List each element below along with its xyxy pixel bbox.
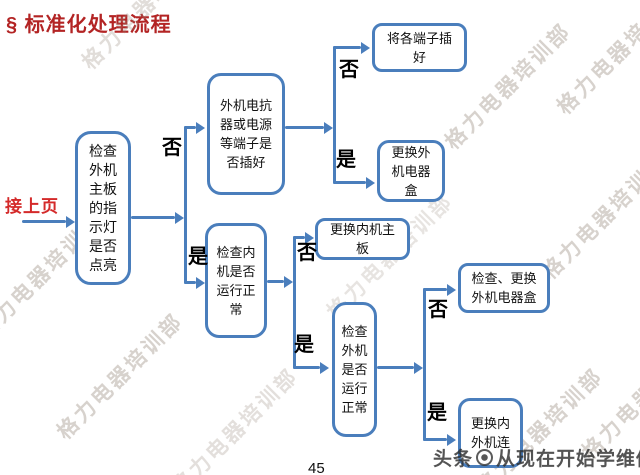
connector-line <box>184 126 187 284</box>
connector-line <box>184 126 196 129</box>
connector-line <box>423 288 447 291</box>
connector-line <box>423 438 447 441</box>
flow-node-replace-outdoor-ebox: 更换外机电器盒 <box>377 140 445 202</box>
flow-node-check-outdoor-running: 检查外机是否运行正常 <box>332 302 377 437</box>
flow-node-plug-terminals: 将各端子插好 <box>372 23 467 72</box>
arrowhead-icon <box>196 276 205 289</box>
watermark-text: 格力电器培训部 <box>552 0 640 120</box>
connector-line <box>333 46 361 49</box>
connector-line <box>293 236 305 239</box>
page-title: § 标准化处理流程 <box>6 14 172 36</box>
flow-node-check-replace-outdoor-ebox: 检查、更换外机电器盒 <box>458 263 550 313</box>
flow-node-replace-indoor-board: 更换内机主板 <box>315 218 410 260</box>
watermark-text: 格力电器培训部 <box>537 149 640 285</box>
arrowhead-icon <box>175 211 184 224</box>
flow-node-check-indoor-running: 检查内机是否运行正常 <box>205 223 267 338</box>
entry-label: 接上页 <box>5 197 59 216</box>
branch-label-no: 否 <box>162 137 182 159</box>
branch-label-yes: 是 <box>336 149 356 171</box>
arrowhead-icon <box>320 361 329 374</box>
credit-suffix: 从现在开始学维修 <box>496 449 640 470</box>
connector-line <box>333 46 336 184</box>
arrowhead-icon <box>305 231 314 244</box>
connector-line <box>377 366 414 369</box>
branch-label-no: 否 <box>428 299 448 321</box>
arrowhead-icon <box>447 433 456 446</box>
credit-prefix: 头条 <box>433 449 474 470</box>
arrowhead-icon <box>196 121 205 134</box>
branch-label-no: 否 <box>339 59 359 81</box>
arrowhead-icon <box>284 275 293 288</box>
connector-line <box>423 288 426 441</box>
connector-line <box>333 181 366 184</box>
toutiao-logo-icon <box>476 449 494 466</box>
arrowhead-icon <box>66 215 75 228</box>
arrowhead-icon <box>414 361 423 374</box>
flow-node-check-outdoor-board-led: 检查外机主板的指示灯是否点亮 <box>75 131 131 285</box>
connector-line <box>131 216 175 219</box>
page-number: 45 <box>308 460 325 475</box>
connector-line <box>267 280 284 283</box>
branch-label-yes: 是 <box>188 246 208 268</box>
watermark-text: 格力电器培训部 <box>167 364 303 475</box>
arrowhead-icon <box>324 121 333 134</box>
arrowhead-icon <box>447 283 456 296</box>
flow-node-check-terminals-plugged: 外机电抗器或电源等端子是否插好 <box>207 73 285 195</box>
watermark-text: 格力电器培训部 <box>52 309 188 445</box>
branch-label-no: 否 <box>297 242 317 264</box>
credit-watermark: 头条 从现在开始学维修 <box>433 444 640 471</box>
connector-line <box>184 281 196 284</box>
connector-line <box>285 126 324 129</box>
arrowhead-icon <box>361 41 370 54</box>
branch-label-yes: 是 <box>294 334 314 356</box>
connector-line <box>22 220 66 223</box>
branch-label-yes: 是 <box>427 402 447 424</box>
connector-line <box>293 366 320 369</box>
arrowhead-icon <box>366 176 375 189</box>
connector-line <box>293 236 296 369</box>
